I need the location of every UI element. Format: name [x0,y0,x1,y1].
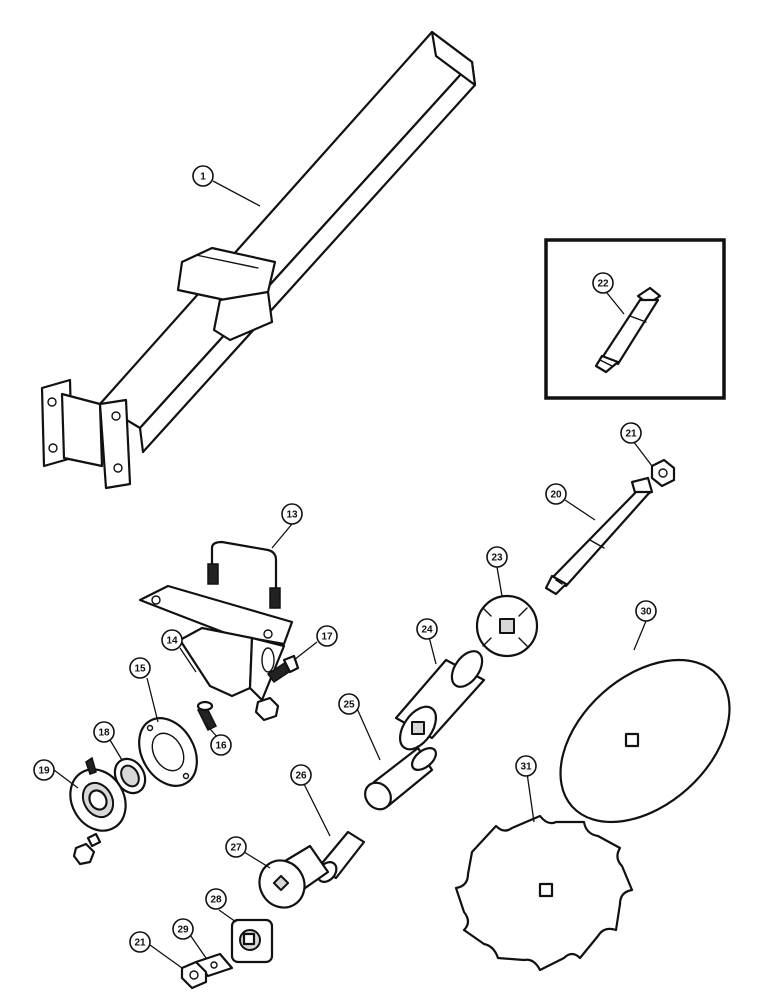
callout-14-label: 14 [166,636,178,647]
callout-20: 20 [545,483,567,505]
callout-22-label: 22 [597,279,609,290]
part-u-bolt [207,540,281,609]
callout-21-bottom: 21 [129,931,151,953]
part-nut-top [650,458,676,488]
callout-14: 14 [161,629,183,651]
callout-24: 24 [416,618,438,640]
callout-29-label: 29 [177,925,189,936]
callout-16-label: 16 [215,741,227,752]
callout-26: 26 [290,764,312,786]
callout-19-label: 19 [38,766,50,777]
callout-13: 13 [281,503,303,525]
callout-27-label: 27 [230,843,242,854]
part-bracket [138,584,294,702]
callout-28-label: 28 [210,895,222,906]
callout-22: 22 [592,272,614,294]
callout-21-bottom-label: 21 [134,938,146,949]
part-spool-end [475,594,539,658]
part-nut-bottom [180,960,208,990]
part-bolt-16 [196,700,218,732]
part-small-bolt-top [85,756,97,775]
inset-box [544,238,726,400]
part-bell-washer [258,844,330,909]
callout-17: 17 [316,625,338,647]
callout-31: 31 [515,755,537,777]
part-small-nut-left [72,832,102,866]
part-axle-bolt [544,476,654,596]
part-smooth-disc [559,658,731,824]
callout-26-label: 26 [295,771,307,782]
part-bearing-block [230,918,274,964]
callout-28: 28 [205,888,227,910]
part-bell-spacer [364,746,437,811]
callout-29: 29 [172,918,194,940]
callout-23: 23 [486,546,508,568]
callout-18: 18 [93,721,115,743]
callout-1-label: 1 [200,172,206,183]
callout-25-label: 25 [343,700,355,711]
callout-1: 1 [192,165,214,187]
callout-21-top: 21 [620,422,642,444]
callout-31-label: 31 [520,762,532,773]
part-bearing-housing [69,768,127,832]
callout-17-label: 17 [321,632,333,643]
part-frame-tube [40,30,477,490]
callout-18-label: 18 [98,728,110,739]
part-axle-bolt-inset [594,286,662,374]
callout-25: 25 [338,693,360,715]
callout-20-label: 20 [550,490,562,501]
callout-19: 19 [33,759,55,781]
part-nut-bracket [254,696,280,722]
part-notched-disc [454,814,634,972]
callout-27: 27 [225,836,247,858]
part-flange-plate [138,717,198,787]
callout-24-label: 24 [421,625,433,636]
callout-30: 30 [635,600,657,622]
callout-15: 15 [129,657,151,679]
callout-15-label: 15 [134,664,146,675]
callout-16: 16 [210,734,232,756]
callout-30-label: 30 [640,607,652,618]
part-spool [394,650,486,751]
callout-23-label: 23 [491,553,503,564]
callout-21-top-label: 21 [625,429,637,440]
callout-13-label: 13 [286,510,298,521]
